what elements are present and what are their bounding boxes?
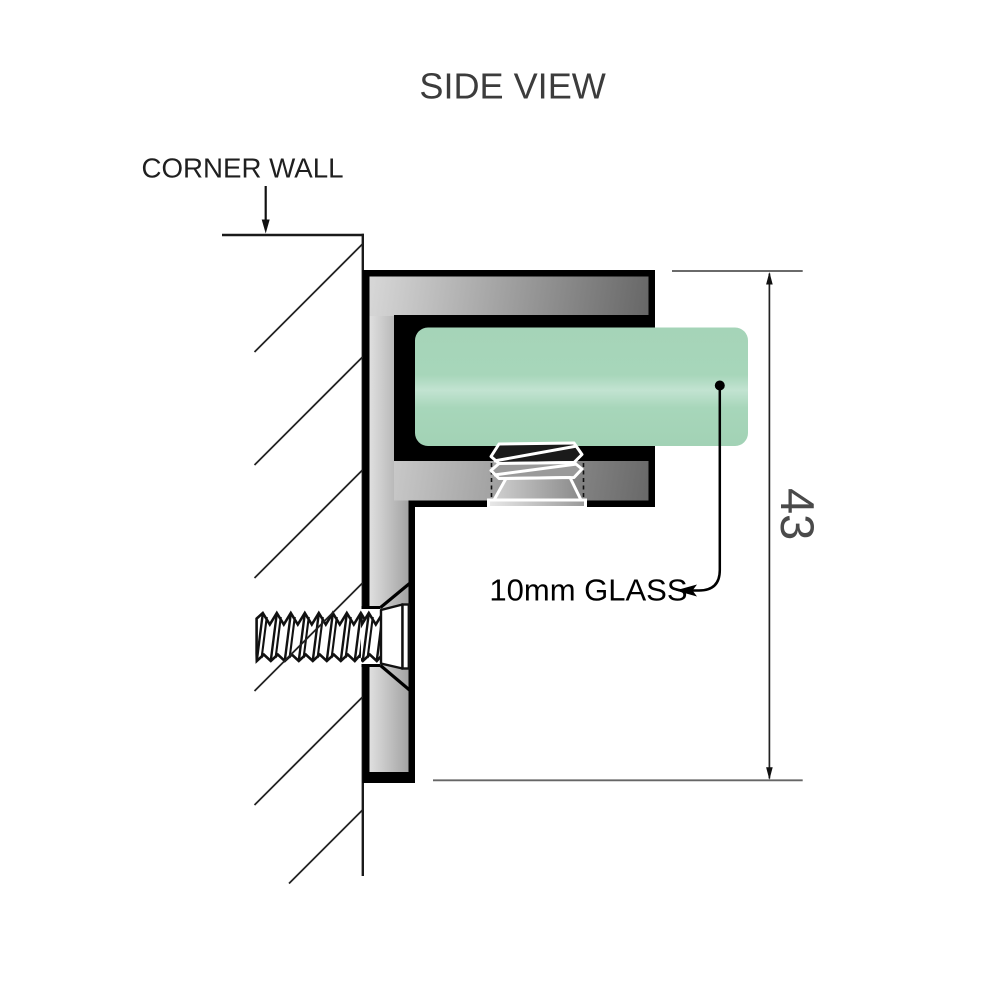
svg-text:SIDE VIEW: SIDE VIEW	[419, 66, 605, 107]
svg-text:10mm GLASS: 10mm GLASS	[489, 572, 687, 607]
svg-text:43: 43	[771, 488, 824, 540]
svg-text:CORNER WALL: CORNER WALL	[141, 153, 343, 184]
